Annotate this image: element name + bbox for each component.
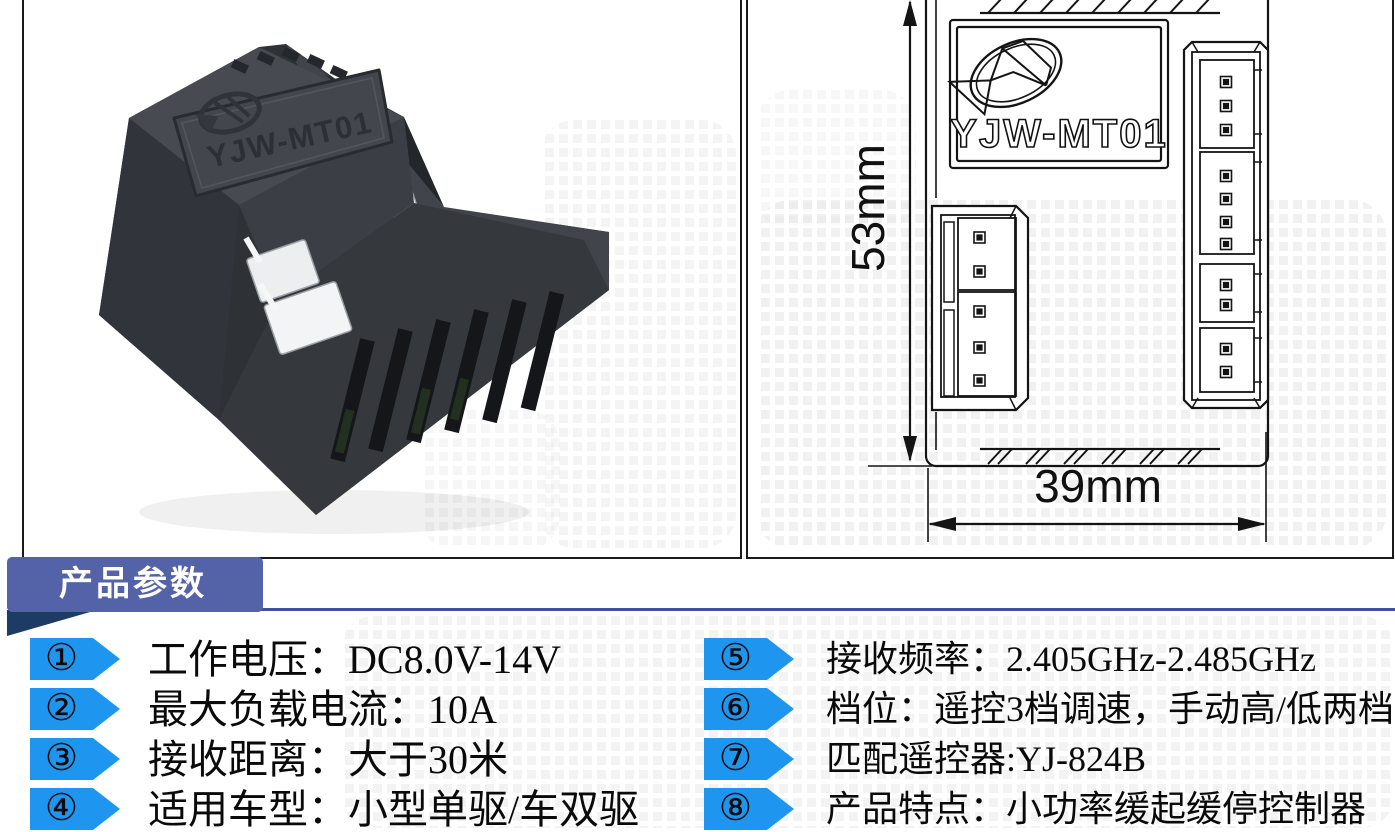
drawing-model-label: YJW-MT01 bbox=[950, 112, 1167, 156]
header-ribbon-fold bbox=[7, 610, 97, 636]
spec-text: 工作电压：DC8.0V-14V bbox=[148, 637, 561, 682]
connector-left-block bbox=[930, 204, 1030, 412]
spec-text: 最大负载电流：10A bbox=[148, 687, 497, 732]
spec-text: 接收频率：2.405GHz-2.485GHz bbox=[826, 639, 1316, 679]
technical-drawing-panel: YJW-MT01 bbox=[746, 0, 1394, 559]
hatch-top bbox=[980, 0, 1220, 15]
product-photo-panel: YJW-MT01 bbox=[22, 0, 742, 559]
pins-3pin bbox=[1219, 75, 1233, 137]
wire-connectors-left bbox=[243, 236, 353, 355]
pins-2pin bbox=[1219, 342, 1233, 379]
header-underline bbox=[240, 608, 1395, 611]
halftone-pattern bbox=[756, 200, 1386, 548]
spec-text: 档位：遥控3档调速，手动高/低两档 bbox=[826, 689, 1395, 729]
connector-right-strip bbox=[1182, 40, 1270, 410]
dim-39mm: 39mm bbox=[1034, 460, 1162, 512]
brand-logo-icon bbox=[195, 91, 262, 135]
pins-4pin bbox=[1219, 169, 1233, 251]
spec-text: 产品特点：小功率缓起缓停控制器 bbox=[826, 789, 1367, 829]
drawing-label-box: YJW-MT01 bbox=[947, 18, 1170, 170]
vent-slots bbox=[330, 291, 565, 463]
pins-2pin bbox=[973, 231, 986, 278]
hatch-bottom bbox=[980, 447, 1220, 465]
dim-53mm: 53mm bbox=[842, 144, 894, 272]
pins-3pin bbox=[973, 305, 986, 387]
spec-text: 匹配遥控器:YJ-824B bbox=[826, 739, 1147, 779]
pins-2pin bbox=[1219, 278, 1233, 312]
number-badge: ④ bbox=[30, 788, 120, 830]
section-title: 产品参数 bbox=[7, 557, 263, 612]
number-badge: ③ bbox=[30, 738, 120, 780]
dimension-width: 39mm bbox=[927, 432, 1267, 542]
spec-text: 接收距离：大于30米 bbox=[148, 737, 508, 782]
product-photo: YJW-MT01 bbox=[99, 44, 609, 534]
halftone-pattern bbox=[540, 120, 736, 548]
brand-logo-icon bbox=[947, 37, 1063, 117]
halftone-pattern bbox=[340, 616, 1395, 828]
spec-text: 适用车型：小型单驱/车双驱 bbox=[148, 787, 640, 832]
number-badge: ② bbox=[30, 688, 120, 730]
halftone-pattern bbox=[420, 410, 560, 550]
number-badge: ① bbox=[30, 638, 120, 680]
edge-notches bbox=[230, 46, 348, 80]
dimension-height: 53mm bbox=[842, 0, 932, 467]
technical-drawing: YJW-MT01 bbox=[842, 0, 1270, 542]
